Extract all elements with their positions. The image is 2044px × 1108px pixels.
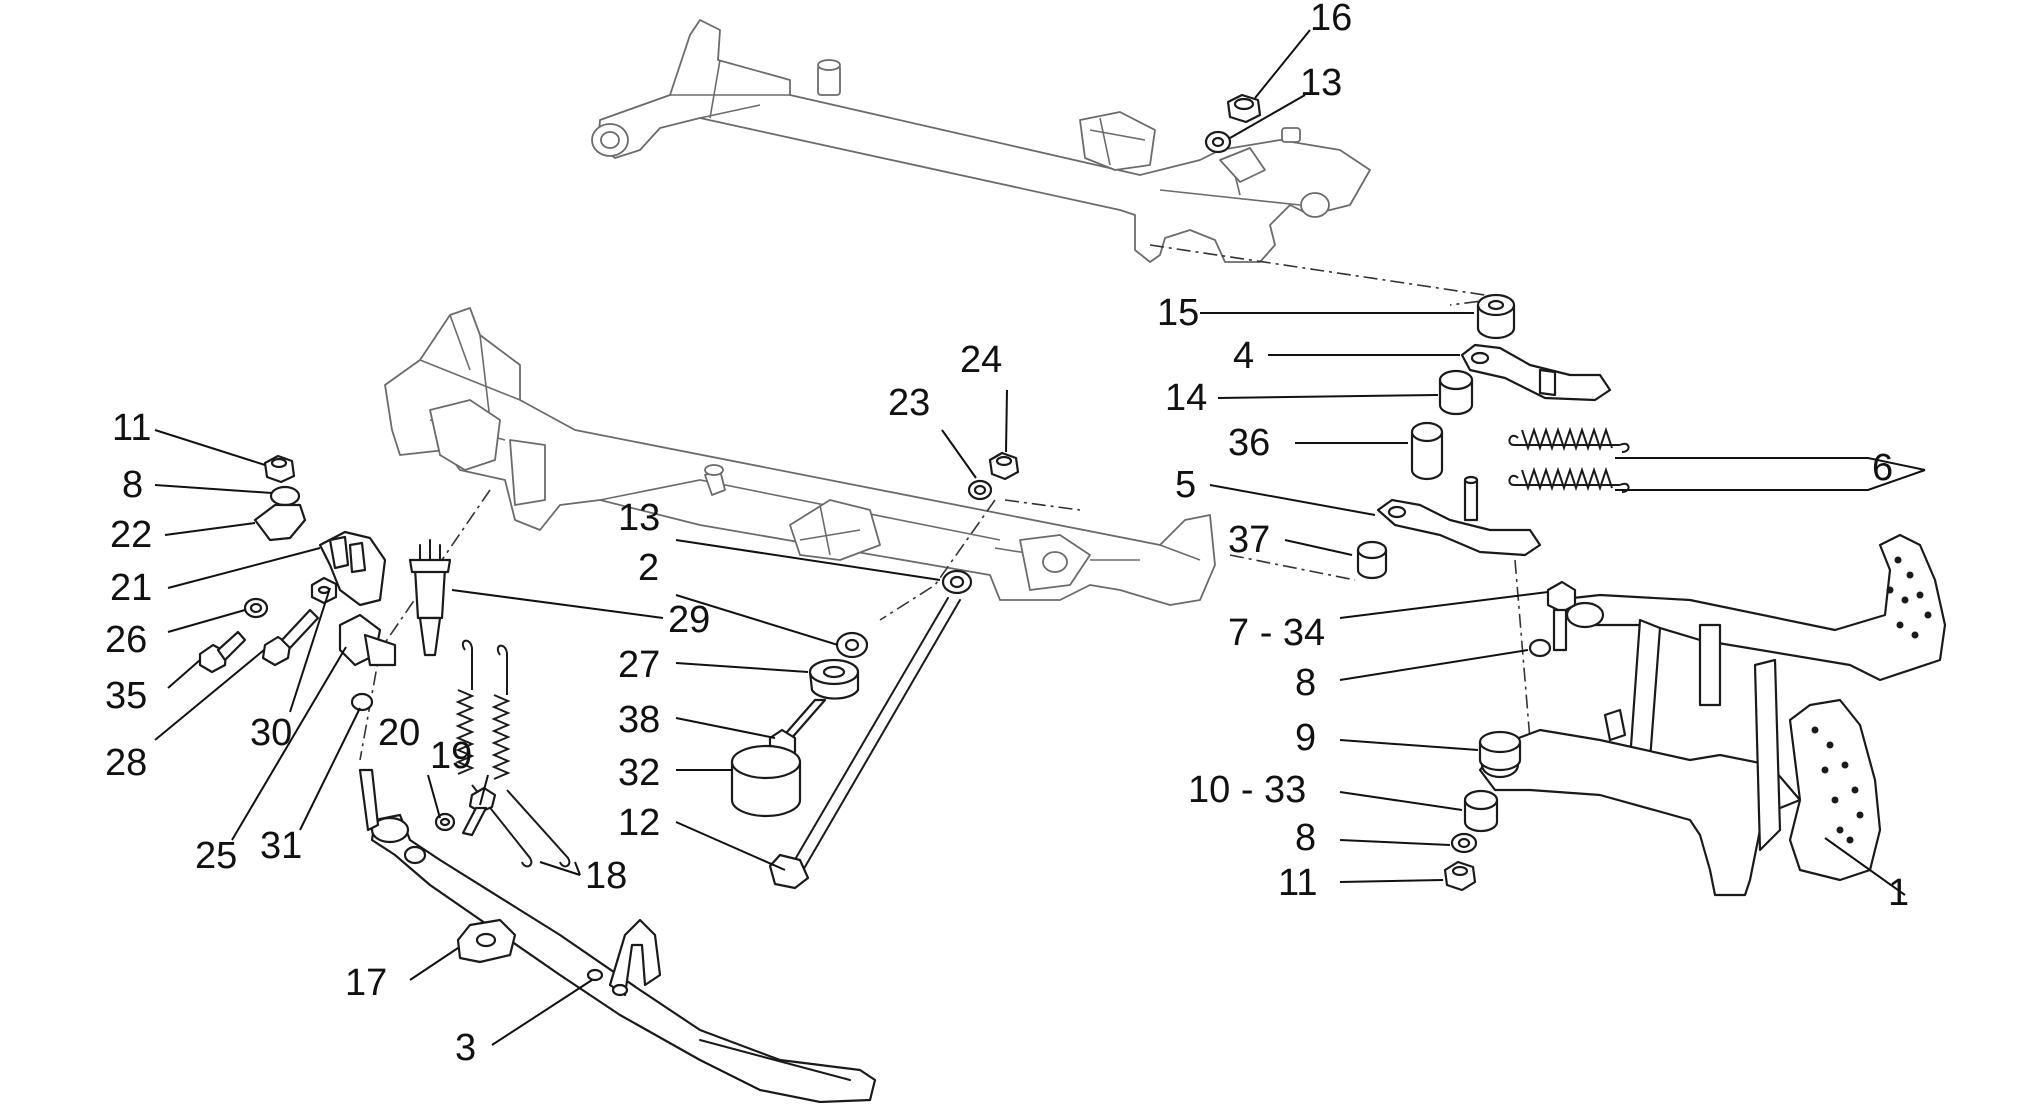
callout-8-low: 8 bbox=[1295, 817, 1316, 859]
central-parts-stack bbox=[730, 451, 1020, 890]
callout-27: 27 bbox=[618, 644, 660, 686]
callout-14: 14 bbox=[1165, 377, 1207, 419]
callout-30: 30 bbox=[250, 712, 292, 754]
plate-part-17 bbox=[456, 918, 517, 964]
callout-37: 37 bbox=[1228, 519, 1270, 561]
lower-frame-crossmember bbox=[384, 307, 1216, 606]
callout-25: 25 bbox=[195, 835, 237, 877]
upper-frame-crossmember bbox=[591, 19, 1371, 263]
callout-20: 20 bbox=[378, 712, 420, 754]
callout-13-top: 13 bbox=[1300, 62, 1342, 104]
side-stand-bolt-parts bbox=[434, 786, 497, 837]
callout-2: 2 bbox=[638, 547, 659, 589]
callout-labels: 16 13 15 4 14 36 5 37 6 7 - 34 8 9 10 - … bbox=[105, 0, 1909, 1069]
callout-17: 17 bbox=[345, 962, 387, 1004]
callout-16: 16 bbox=[1310, 0, 1352, 39]
pedal-grip-dots bbox=[1811, 556, 1932, 844]
callout-36: 36 bbox=[1228, 422, 1270, 464]
callout-7-34: 7 - 34 bbox=[1228, 612, 1325, 654]
callout-23: 23 bbox=[888, 382, 930, 424]
callout-15: 15 bbox=[1157, 292, 1199, 334]
callout-6: 6 bbox=[1872, 447, 1893, 489]
side-stand-springs bbox=[455, 639, 571, 868]
callout-9: 9 bbox=[1295, 717, 1316, 759]
callout-31: 31 bbox=[260, 825, 302, 867]
callout-leaders bbox=[154, 29, 1926, 1046]
callout-8-left: 8 bbox=[122, 464, 143, 506]
callout-12: 12 bbox=[618, 802, 660, 844]
callout-13-center: 13 bbox=[618, 497, 660, 539]
callout-10-33: 10 - 33 bbox=[1188, 769, 1306, 811]
callout-5: 5 bbox=[1175, 464, 1196, 506]
callout-1: 1 bbox=[1888, 872, 1909, 914]
callout-8-mid: 8 bbox=[1295, 662, 1316, 704]
callout-11-right: 11 bbox=[1278, 862, 1317, 904]
callout-22: 22 bbox=[110, 514, 152, 556]
center-stand bbox=[1478, 533, 1947, 897]
callout-3: 3 bbox=[455, 1027, 476, 1069]
callout-32: 32 bbox=[618, 752, 660, 794]
callout-28: 28 bbox=[105, 742, 147, 784]
callout-11-left: 11 bbox=[112, 407, 151, 449]
callout-4: 4 bbox=[1233, 335, 1254, 377]
callout-24: 24 bbox=[960, 339, 1002, 381]
callout-19: 19 bbox=[430, 735, 472, 777]
callout-21: 21 bbox=[110, 567, 152, 609]
callout-26: 26 bbox=[105, 619, 147, 661]
callout-38: 38 bbox=[618, 699, 660, 741]
side-stand bbox=[358, 768, 877, 1104]
callout-18: 18 bbox=[585, 855, 627, 897]
return-springs bbox=[1508, 426, 1630, 493]
left-parts-cluster bbox=[198, 454, 452, 712]
callout-29: 29 bbox=[668, 599, 710, 641]
callout-35: 35 bbox=[105, 675, 147, 717]
right-parts-stack bbox=[1204, 93, 1630, 892]
